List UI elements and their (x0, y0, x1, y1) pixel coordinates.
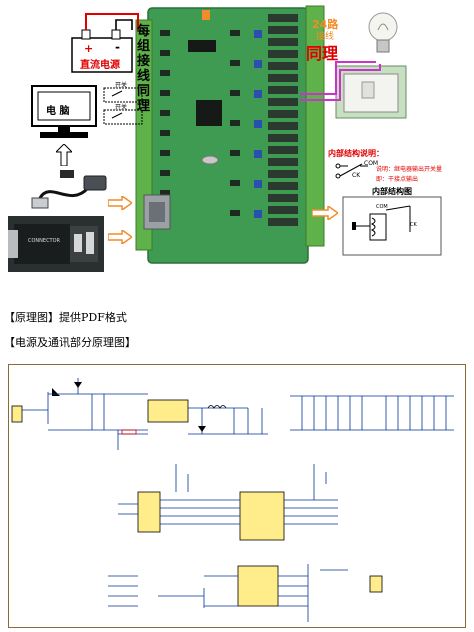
dc-power-label: 直流电源 (80, 60, 120, 71)
internal-title: 内部结构说明： (328, 149, 384, 158)
com-label: COM (364, 160, 379, 167)
vertical-char-3: 接 (137, 54, 151, 69)
right-arrow-icon-3 (312, 206, 338, 220)
note-line-2: 即：干接点输出 (376, 176, 419, 183)
up-arrow-icon (56, 144, 72, 166)
adapter-brand-text: CONNECTOR (28, 238, 61, 244)
wiring-illustration: + - 直流电源 每 组 接 线 同 理 开关 开关 电 脑 (0, 0, 474, 290)
right-arrow-icon-2 (108, 230, 132, 244)
schematic-diagram (8, 364, 466, 628)
contact-symbol (335, 163, 368, 179)
computer-label: 电 脑 (46, 106, 70, 117)
computer-monitor (31, 85, 97, 138)
serial-adapter (8, 216, 104, 272)
label-24lu: 24路 (312, 18, 339, 31)
switch-label-2: 开关 (115, 104, 128, 111)
dc-power-supply (71, 29, 133, 73)
usb-serial-cable (31, 170, 107, 209)
light-bulb-icon (368, 12, 398, 53)
diagram-com-label: COM (376, 204, 388, 210)
internal-fig-title: 内部结构图 (372, 187, 412, 196)
right-arrow-icon (108, 196, 132, 210)
magenta-wires (300, 61, 381, 101)
comm-section (118, 464, 338, 541)
wall-socket (335, 65, 407, 119)
power-comm-title: 【电源及通讯部分原理图】 (4, 336, 136, 349)
vertical-char-1: 每 (137, 24, 151, 39)
power-section (11, 378, 268, 450)
schematic-note: 【原理图】提供PDF格式 (4, 311, 127, 324)
vertical-char-2: 组 (137, 39, 151, 54)
diagram-ck-label: CK (410, 222, 417, 228)
switch-label-1: 开关 (115, 82, 128, 89)
label-jiexian: 接线 (316, 32, 335, 42)
vertical-char-4: 线 (137, 69, 151, 84)
ck-label: CK (352, 172, 361, 179)
relay-board (135, 5, 325, 264)
relay-internal-diagram (342, 196, 442, 256)
dc-plus-sign: + (84, 42, 94, 55)
note-line-1: 说明：继电器输出开关量 (376, 166, 443, 173)
dc-minus-sign: - (115, 40, 120, 54)
capacitor-bank (290, 395, 454, 431)
switch-diagram (103, 87, 143, 125)
power-wires (85, 13, 139, 30)
label-tongli-right: 同理 (306, 44, 339, 63)
bottom-section (108, 564, 383, 622)
